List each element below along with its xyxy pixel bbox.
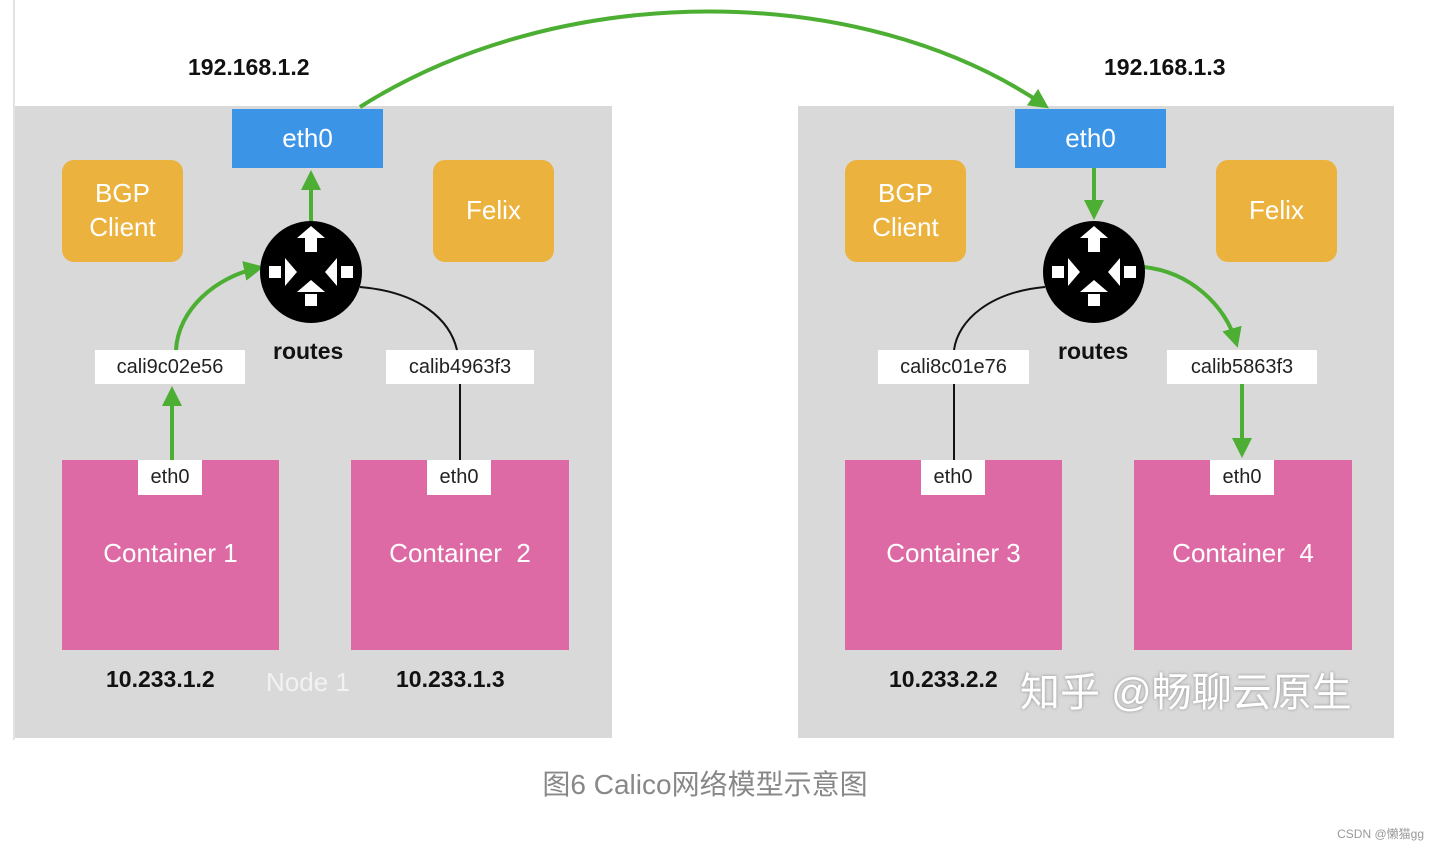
node-1-label: Node 1 — [266, 667, 350, 697]
node-1-routes-label: routes — [273, 338, 344, 364]
container-2-ip: 10.233.1.3 — [396, 666, 505, 692]
node-2-iface-left: cali8c01e76 — [878, 350, 1029, 384]
figure-caption: 图6 Calico网络模型示意图 — [542, 769, 868, 800]
node-1-iface-right: calib4963f3 — [386, 350, 534, 384]
node-1-bgp-client: BGP Client — [62, 160, 183, 262]
node-1-iface-left: cali9c02e56 — [95, 350, 245, 384]
container-2-eth0: eth0 — [427, 460, 491, 495]
container-4-title: Container 4 — [1172, 538, 1314, 568]
node-2-curve-arrow — [1143, 265, 1242, 348]
left-border-line — [13, 0, 15, 740]
container-4-eth0: eth0 — [1210, 460, 1274, 495]
container-3-ip: 10.233.2.2 — [889, 666, 998, 692]
watermark-text: 知乎 @畅聊云原生 — [1020, 671, 1352, 715]
node-2-iface-right: calib5863f3 — [1167, 350, 1317, 384]
inter-node-arc-arrow — [358, 9, 1049, 109]
node-1-right-link — [359, 286, 458, 351]
node-2-left-link — [953, 286, 1046, 351]
router-icon — [1043, 221, 1145, 323]
container-1: eth0 Container 1 — [62, 460, 279, 650]
container-3-eth0: eth0 — [921, 460, 985, 495]
router-icon — [260, 221, 362, 323]
container-3-title: Container 3 — [886, 538, 1021, 568]
container-4: eth0 Container 4 — [1134, 460, 1352, 650]
node-2-felix: Felix — [1216, 160, 1337, 262]
node-1-felix: Felix — [433, 160, 554, 262]
node-2-routes-label: routes — [1058, 338, 1129, 364]
node-1-curve-arrow — [174, 261, 264, 351]
container-1-ip: 10.233.1.2 — [106, 666, 215, 692]
container-3: eth0 Container 3 — [845, 460, 1062, 650]
credit-text: CSDN @懒猫gg — [1337, 827, 1424, 841]
node-1-eth0: eth0 — [232, 109, 383, 168]
node-2-eth0: eth0 — [1015, 109, 1166, 168]
node-2-host-ip: 192.168.1.3 — [1104, 54, 1226, 80]
container-1-eth0: eth0 — [138, 460, 202, 495]
container-2: eth0 Container 2 — [351, 460, 569, 650]
node-1-host-ip: 192.168.1.2 — [188, 54, 310, 80]
node-2-bgp-client: BGP Client — [845, 160, 966, 262]
container-2-title: Container 2 — [389, 538, 531, 568]
container-1-title: Container 1 — [103, 538, 238, 568]
